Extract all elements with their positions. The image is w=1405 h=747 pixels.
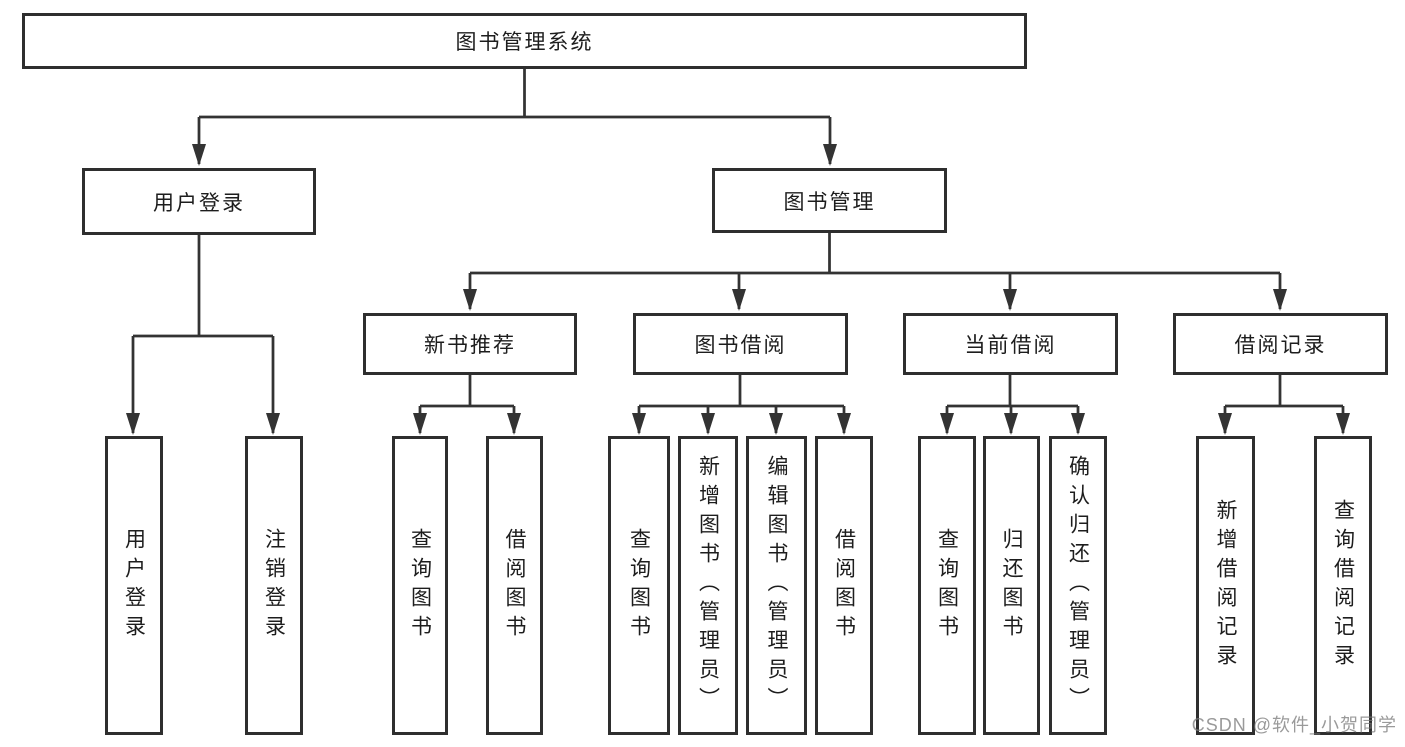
leaf-borrow-books-2: 借阅图书 [815, 436, 873, 735]
node-label: 新增图书（管理员） [696, 455, 720, 716]
node-label: 新书推荐 [424, 334, 516, 357]
node-label: 用户登录 [122, 527, 146, 644]
node-label: 图书借阅 [694, 334, 787, 357]
leaf-edit-books-admin: 编辑图书（管理员） [746, 436, 807, 735]
node-borrowing-records: 借阅记录 [1173, 313, 1388, 375]
leaf-user-login: 用户登录 [105, 436, 163, 735]
leaf-return-books: 归还图书 [983, 436, 1040, 735]
leaf-query-borrow-record: 查询借阅记录 [1314, 436, 1372, 735]
leaf-add-borrow-record: 新增借阅记录 [1196, 436, 1255, 735]
node-label: 归还图书 [1000, 527, 1024, 644]
node-label: 确认归还（管理员） [1066, 455, 1090, 716]
leaf-confirm-return-admin: 确认归还（管理员） [1049, 436, 1107, 735]
node-library-management-system: 图书管理系统 [22, 13, 1027, 69]
node-label: 借阅记录 [1234, 334, 1327, 357]
leaf-borrow-books-1: 借阅图书 [486, 436, 543, 735]
node-new-book-recommendation: 新书推荐 [363, 313, 577, 375]
node-label: 借阅图书 [832, 527, 856, 644]
node-label: 图书管理系统 [455, 31, 594, 54]
leaf-query-books-3: 查询图书 [918, 436, 976, 735]
node-label: 查询图书 [935, 527, 959, 644]
node-user-login: 用户登录 [82, 168, 316, 235]
node-label: 查询借阅记录 [1331, 498, 1355, 673]
node-label: 借阅图书 [503, 527, 527, 644]
leaf-add-books-admin: 新增图书（管理员） [678, 436, 738, 735]
node-label: 用户登录 [153, 191, 245, 215]
leaf-query-books-2: 查询图书 [608, 436, 670, 735]
node-label: 新增借阅记录 [1214, 498, 1238, 673]
node-current-borrowing: 当前借阅 [903, 313, 1118, 375]
node-book-borrowing: 图书借阅 [633, 313, 848, 375]
leaf-query-books-1: 查询图书 [392, 436, 448, 735]
node-label: 查询图书 [408, 527, 432, 644]
node-label: 当前借阅 [964, 334, 1057, 357]
node-label: 查询图书 [627, 527, 651, 644]
csdn-watermark: CSDN @软件_小贺同学 [1191, 715, 1397, 735]
leaf-logout: 注销登录 [245, 436, 303, 735]
node-book-management: 图书管理 [712, 168, 947, 233]
node-label: 注销登录 [262, 527, 286, 644]
node-label: 编辑图书（管理员） [765, 455, 789, 716]
node-label: 图书管理 [783, 190, 876, 214]
